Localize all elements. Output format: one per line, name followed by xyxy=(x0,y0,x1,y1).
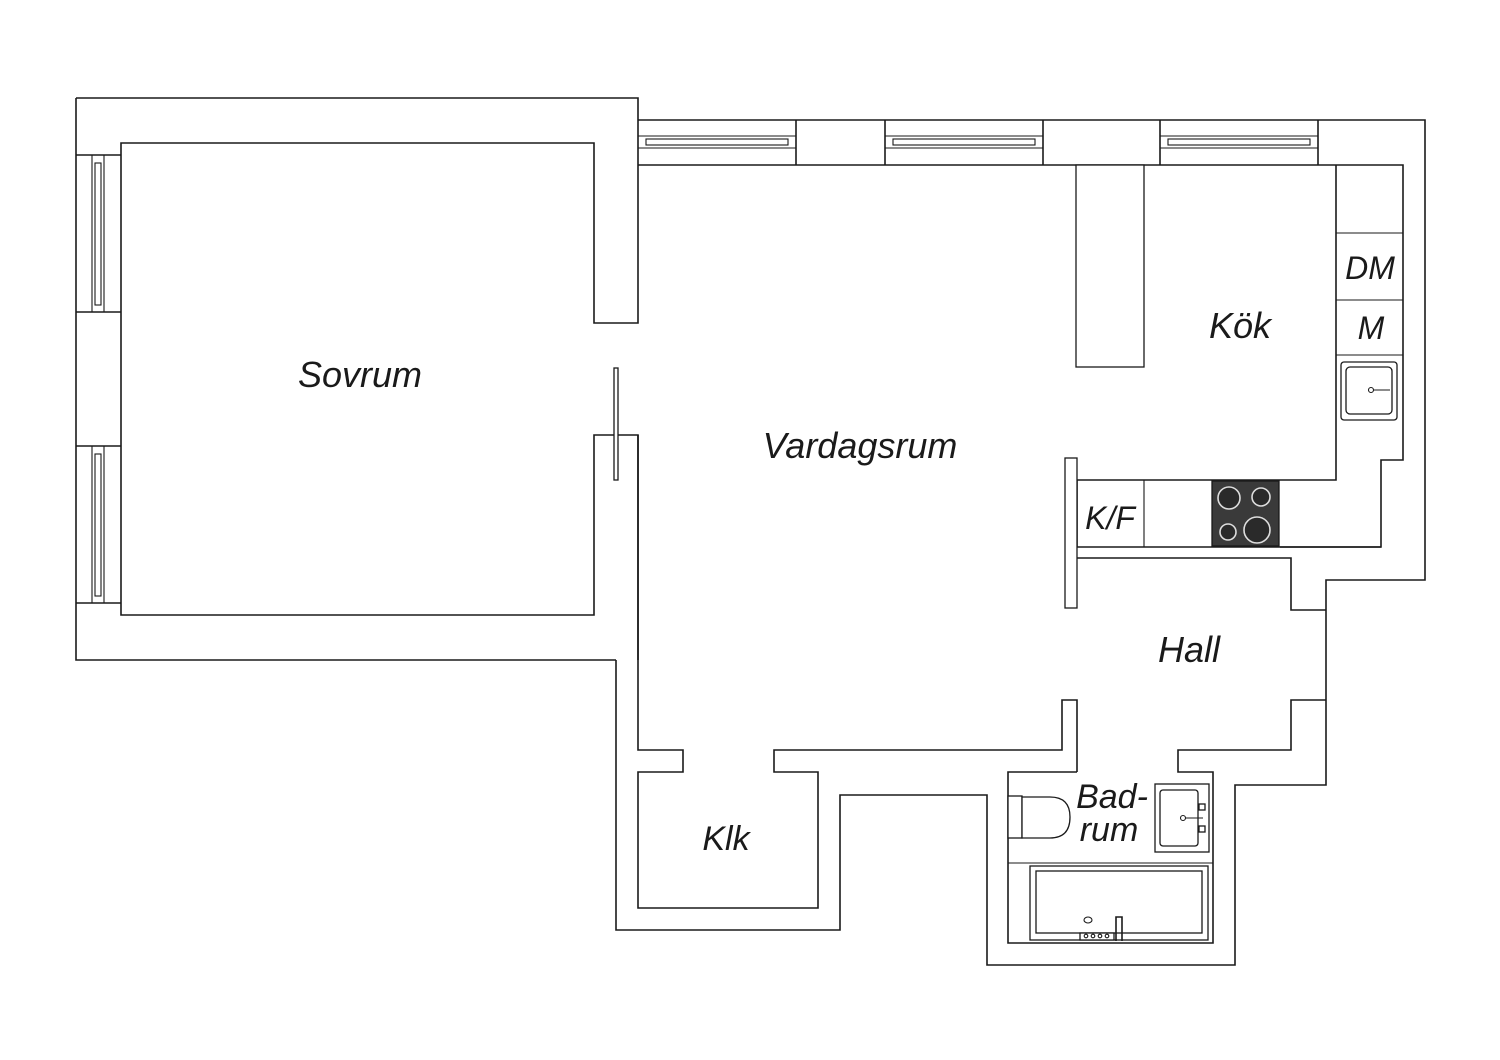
bedroom-outer-wall xyxy=(75,97,639,661)
main-outer-wall xyxy=(615,119,1426,966)
window-top-1 xyxy=(638,120,797,165)
window-left-1 xyxy=(76,154,121,313)
kitchen-sink-icon xyxy=(1340,361,1398,421)
kitchen xyxy=(1064,164,1403,609)
room-label-bedroom: Sovrum xyxy=(298,354,422,395)
appliance-label-dishwasher: DM xyxy=(1345,250,1395,286)
room-label-bathroom-line1: Bad- xyxy=(1076,778,1148,816)
washbasin-icon xyxy=(1154,783,1210,853)
hall-right-wall xyxy=(1007,557,1326,944)
window-top-3 xyxy=(1159,120,1319,165)
living-left-inner-wall xyxy=(637,435,1078,909)
window-top-2 xyxy=(884,120,1044,165)
bathroom xyxy=(1007,783,1213,941)
window-left-2 xyxy=(76,445,121,604)
appliance-label-fridge-freezer: K/F xyxy=(1085,500,1137,536)
partition-wall-kf xyxy=(1064,457,1078,609)
toilet-icon xyxy=(1007,795,1071,839)
sliding-door xyxy=(613,367,619,481)
main-inner-wall xyxy=(638,164,1404,548)
room-label-closet: Klk xyxy=(702,820,751,858)
kitchen-island xyxy=(1075,164,1145,368)
room-label-living: Vardagsrum xyxy=(763,425,958,466)
appliance-label-microwave: M xyxy=(1358,310,1385,346)
windows xyxy=(76,120,1319,604)
room-label-bathroom-line2: rum xyxy=(1080,811,1139,849)
bathtub-icon xyxy=(1029,865,1209,941)
room-label-kitchen: Kök xyxy=(1209,305,1273,346)
room-label-hall: Hall xyxy=(1158,629,1221,670)
stove-icon xyxy=(1211,480,1280,547)
